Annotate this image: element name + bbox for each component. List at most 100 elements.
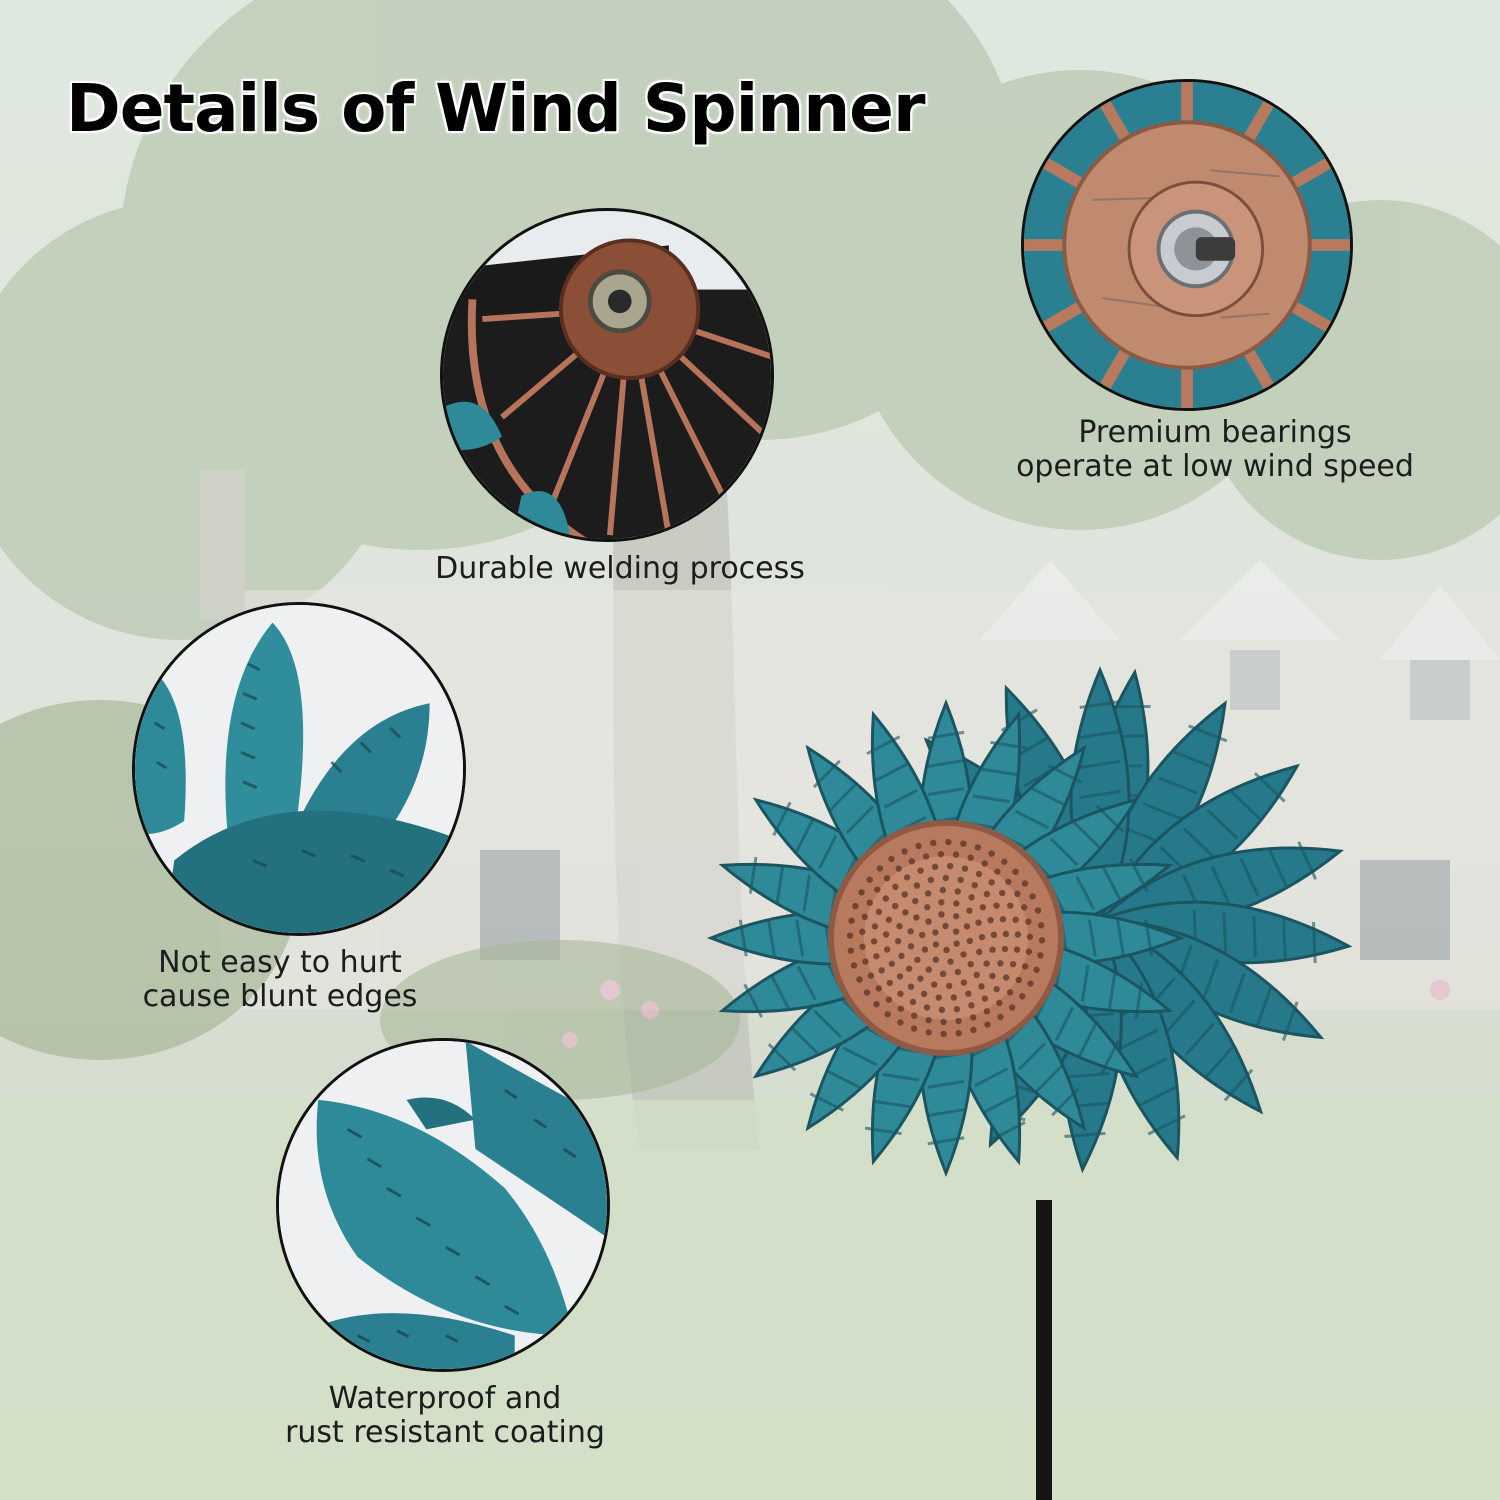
seed-dot (1025, 918, 1032, 925)
petal-texture (1014, 809, 1050, 830)
seed-dot (966, 907, 973, 914)
seed-dot (976, 948, 983, 956)
bearings-caption-line-1: Premium bearings (1078, 415, 1352, 450)
seed-dot (960, 979, 968, 986)
seed-dot (882, 895, 890, 902)
seed-dot (983, 960, 990, 967)
seed-dot (932, 941, 940, 948)
seed-dot (1020, 904, 1028, 911)
seed-dot (925, 966, 932, 973)
petal-texture (1204, 1045, 1234, 1079)
seed-dot (908, 858, 916, 865)
petal-texture (842, 1046, 878, 1067)
seed-dot (913, 914, 920, 921)
petal-texture (1206, 809, 1239, 840)
seed-dot (1025, 948, 1033, 955)
petal-texture (974, 1067, 1009, 1087)
seed-dot (1012, 868, 1019, 875)
seed-dot (939, 970, 947, 978)
seed-dot (993, 985, 1000, 993)
petal-texture (1311, 921, 1317, 964)
bearings-detail-image (1021, 79, 1353, 411)
petal-texture (1095, 804, 1125, 833)
petal-texture (1255, 987, 1273, 1027)
petal-texture (1017, 1042, 1047, 1071)
seed-dot (1026, 933, 1034, 940)
blunt-edges-caption-line-2: cause blunt edges (142, 979, 418, 1014)
seed-dot (997, 960, 1004, 967)
seed-dot (867, 972, 875, 979)
petal-texture (1100, 1040, 1120, 1075)
seed-dot (1007, 902, 1014, 909)
welding-detail-image (440, 208, 774, 542)
seed-dot (859, 943, 866, 950)
petal-texture (927, 1108, 965, 1118)
seed-dot (922, 853, 930, 860)
seed-dot (1015, 976, 1022, 984)
seed-dot (1001, 945, 1009, 953)
seed-dot (924, 890, 932, 897)
petal-texture (1202, 959, 1220, 999)
seed-dot (1006, 989, 1014, 996)
seed-dot (871, 923, 879, 930)
petal-texture (1173, 750, 1213, 769)
petal-texture (1077, 1023, 1097, 1058)
seed-dot (1002, 930, 1010, 938)
seed-dot (932, 956, 940, 963)
seed-dot (989, 946, 996, 953)
seed-dot (993, 902, 1000, 909)
seed-dot (914, 956, 921, 964)
seed-dot (1034, 907, 1042, 914)
seed-dot (942, 874, 949, 882)
seed-dot (866, 899, 873, 906)
seed-dot (947, 958, 954, 965)
seed-dot (952, 913, 960, 920)
seed-dot (954, 968, 962, 976)
bearings-caption-line-2: operate at low wind speed (1016, 449, 1414, 484)
seed-dot (931, 981, 938, 988)
seed-dot (1014, 890, 1021, 898)
seed-dot (875, 908, 883, 916)
petal-texture (1129, 858, 1149, 893)
seed-dot (1012, 916, 1019, 923)
seed-dot (847, 947, 855, 954)
seed-dot (863, 989, 871, 996)
petal-texture (767, 1043, 797, 1072)
seed-dot (925, 1016, 932, 1024)
seed-dot (894, 937, 902, 945)
seed-dot (905, 965, 913, 972)
seed-dot (967, 960, 974, 968)
seed-dot (940, 1030, 947, 1038)
seed-dot (978, 933, 986, 941)
seed-dot (897, 990, 904, 997)
petal-texture (1144, 919, 1154, 957)
seed-dot (1037, 952, 1044, 959)
petal-texture (927, 730, 965, 740)
coating-caption: Waterproof and rust resistant coating (230, 1382, 660, 1450)
seed-dot (971, 882, 978, 889)
petal-texture (770, 974, 790, 1010)
seed-dot (917, 867, 924, 874)
seed-dot (858, 889, 865, 896)
petal-texture (1050, 837, 1079, 867)
petal-texture (1185, 1022, 1215, 1056)
petal-texture (738, 919, 748, 957)
seed-dot (970, 1026, 977, 1034)
seed-dot (974, 844, 982, 851)
seed-dot (975, 870, 983, 878)
seed-dot (939, 886, 947, 894)
petal-texture (1210, 866, 1231, 905)
seed-dot (917, 975, 924, 982)
petal-texture (1138, 1085, 1177, 1107)
seed-dot (989, 972, 996, 980)
seed-dot (898, 952, 905, 960)
seed-dot (988, 850, 995, 857)
petal-texture (766, 919, 776, 957)
seed-dot (891, 902, 899, 910)
seed-dot (987, 916, 994, 924)
petal-texture (1116, 919, 1126, 957)
petal-texture (1080, 964, 1090, 1002)
welding-caption: Durable welding process (380, 552, 860, 586)
seed-dot (981, 995, 989, 1002)
petal-texture (1119, 1028, 1158, 1050)
